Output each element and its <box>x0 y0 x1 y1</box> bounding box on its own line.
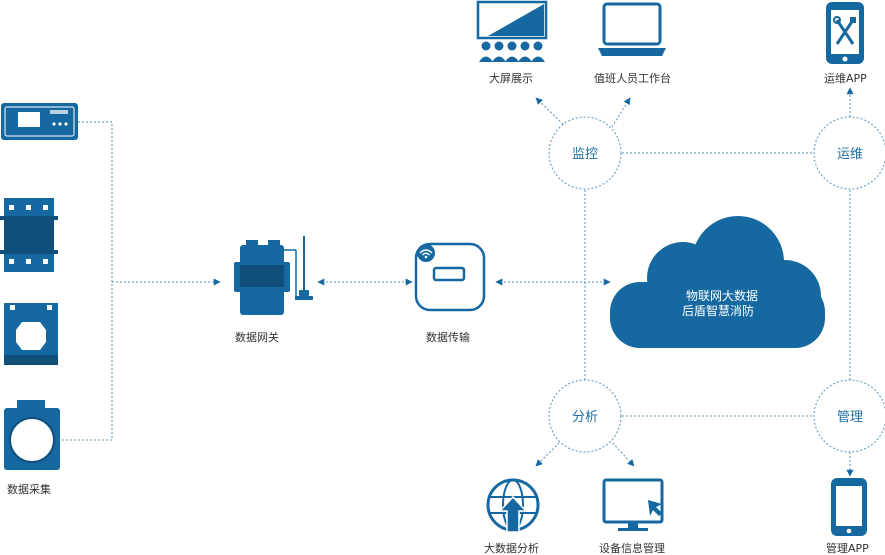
duty-station-label: 值班人员工作台 <box>594 71 671 85</box>
monitor-cursor-icon <box>602 478 664 531</box>
square-current-transformer-icon <box>4 303 58 365</box>
big-screen-audience-icon <box>476 0 548 62</box>
din-rail-module-icon <box>0 198 58 272</box>
analysis-to-device <box>609 439 635 467</box>
manage-node-label: 管理 <box>837 410 863 425</box>
round-current-transformer-icon <box>4 400 60 470</box>
globe-arrow-icon <box>486 478 540 533</box>
wireless-transmitter-icon <box>414 242 486 312</box>
cloud-label-line2: 后盾智慧消防 <box>682 303 754 318</box>
cloud-label-line1: 物联网大数据 <box>686 288 758 303</box>
big-screen-label: 大屏展示 <box>489 71 533 85</box>
monitor-to-bigscreen <box>535 97 567 128</box>
analysis-node: 分析 <box>548 379 622 453</box>
big-data-analysis-label: 大数据分析 <box>484 541 539 555</box>
cloud-icon <box>610 216 825 348</box>
gateway-device-icon <box>234 236 313 315</box>
collection-label: 数据采集 <box>7 482 51 496</box>
monitor-node: 监控 <box>548 116 622 190</box>
manage-node: 管理 <box>813 379 885 453</box>
manage-app-label: 管理APP <box>826 541 869 555</box>
transmission-label: 数据传输 <box>426 330 470 344</box>
ops-node: 运维 <box>813 116 885 190</box>
energy-meter-icon <box>1 103 78 140</box>
device-info-label: 设备信息管理 <box>599 541 665 555</box>
collection-bus-line <box>60 121 113 441</box>
monitor-node-label: 监控 <box>572 147 598 162</box>
analysis-to-bigdata <box>535 439 563 467</box>
connectors <box>60 87 854 477</box>
phone-icon <box>831 478 867 536</box>
laptop-icon <box>598 2 666 56</box>
gateway-label: 数据网关 <box>235 330 279 344</box>
phone-tools-icon <box>826 2 864 64</box>
analysis-node-label: 分析 <box>572 410 598 425</box>
ops-app-label: 运维APP <box>824 72 867 85</box>
ops-node-label: 运维 <box>837 147 863 162</box>
monitor-to-duty <box>611 97 631 128</box>
